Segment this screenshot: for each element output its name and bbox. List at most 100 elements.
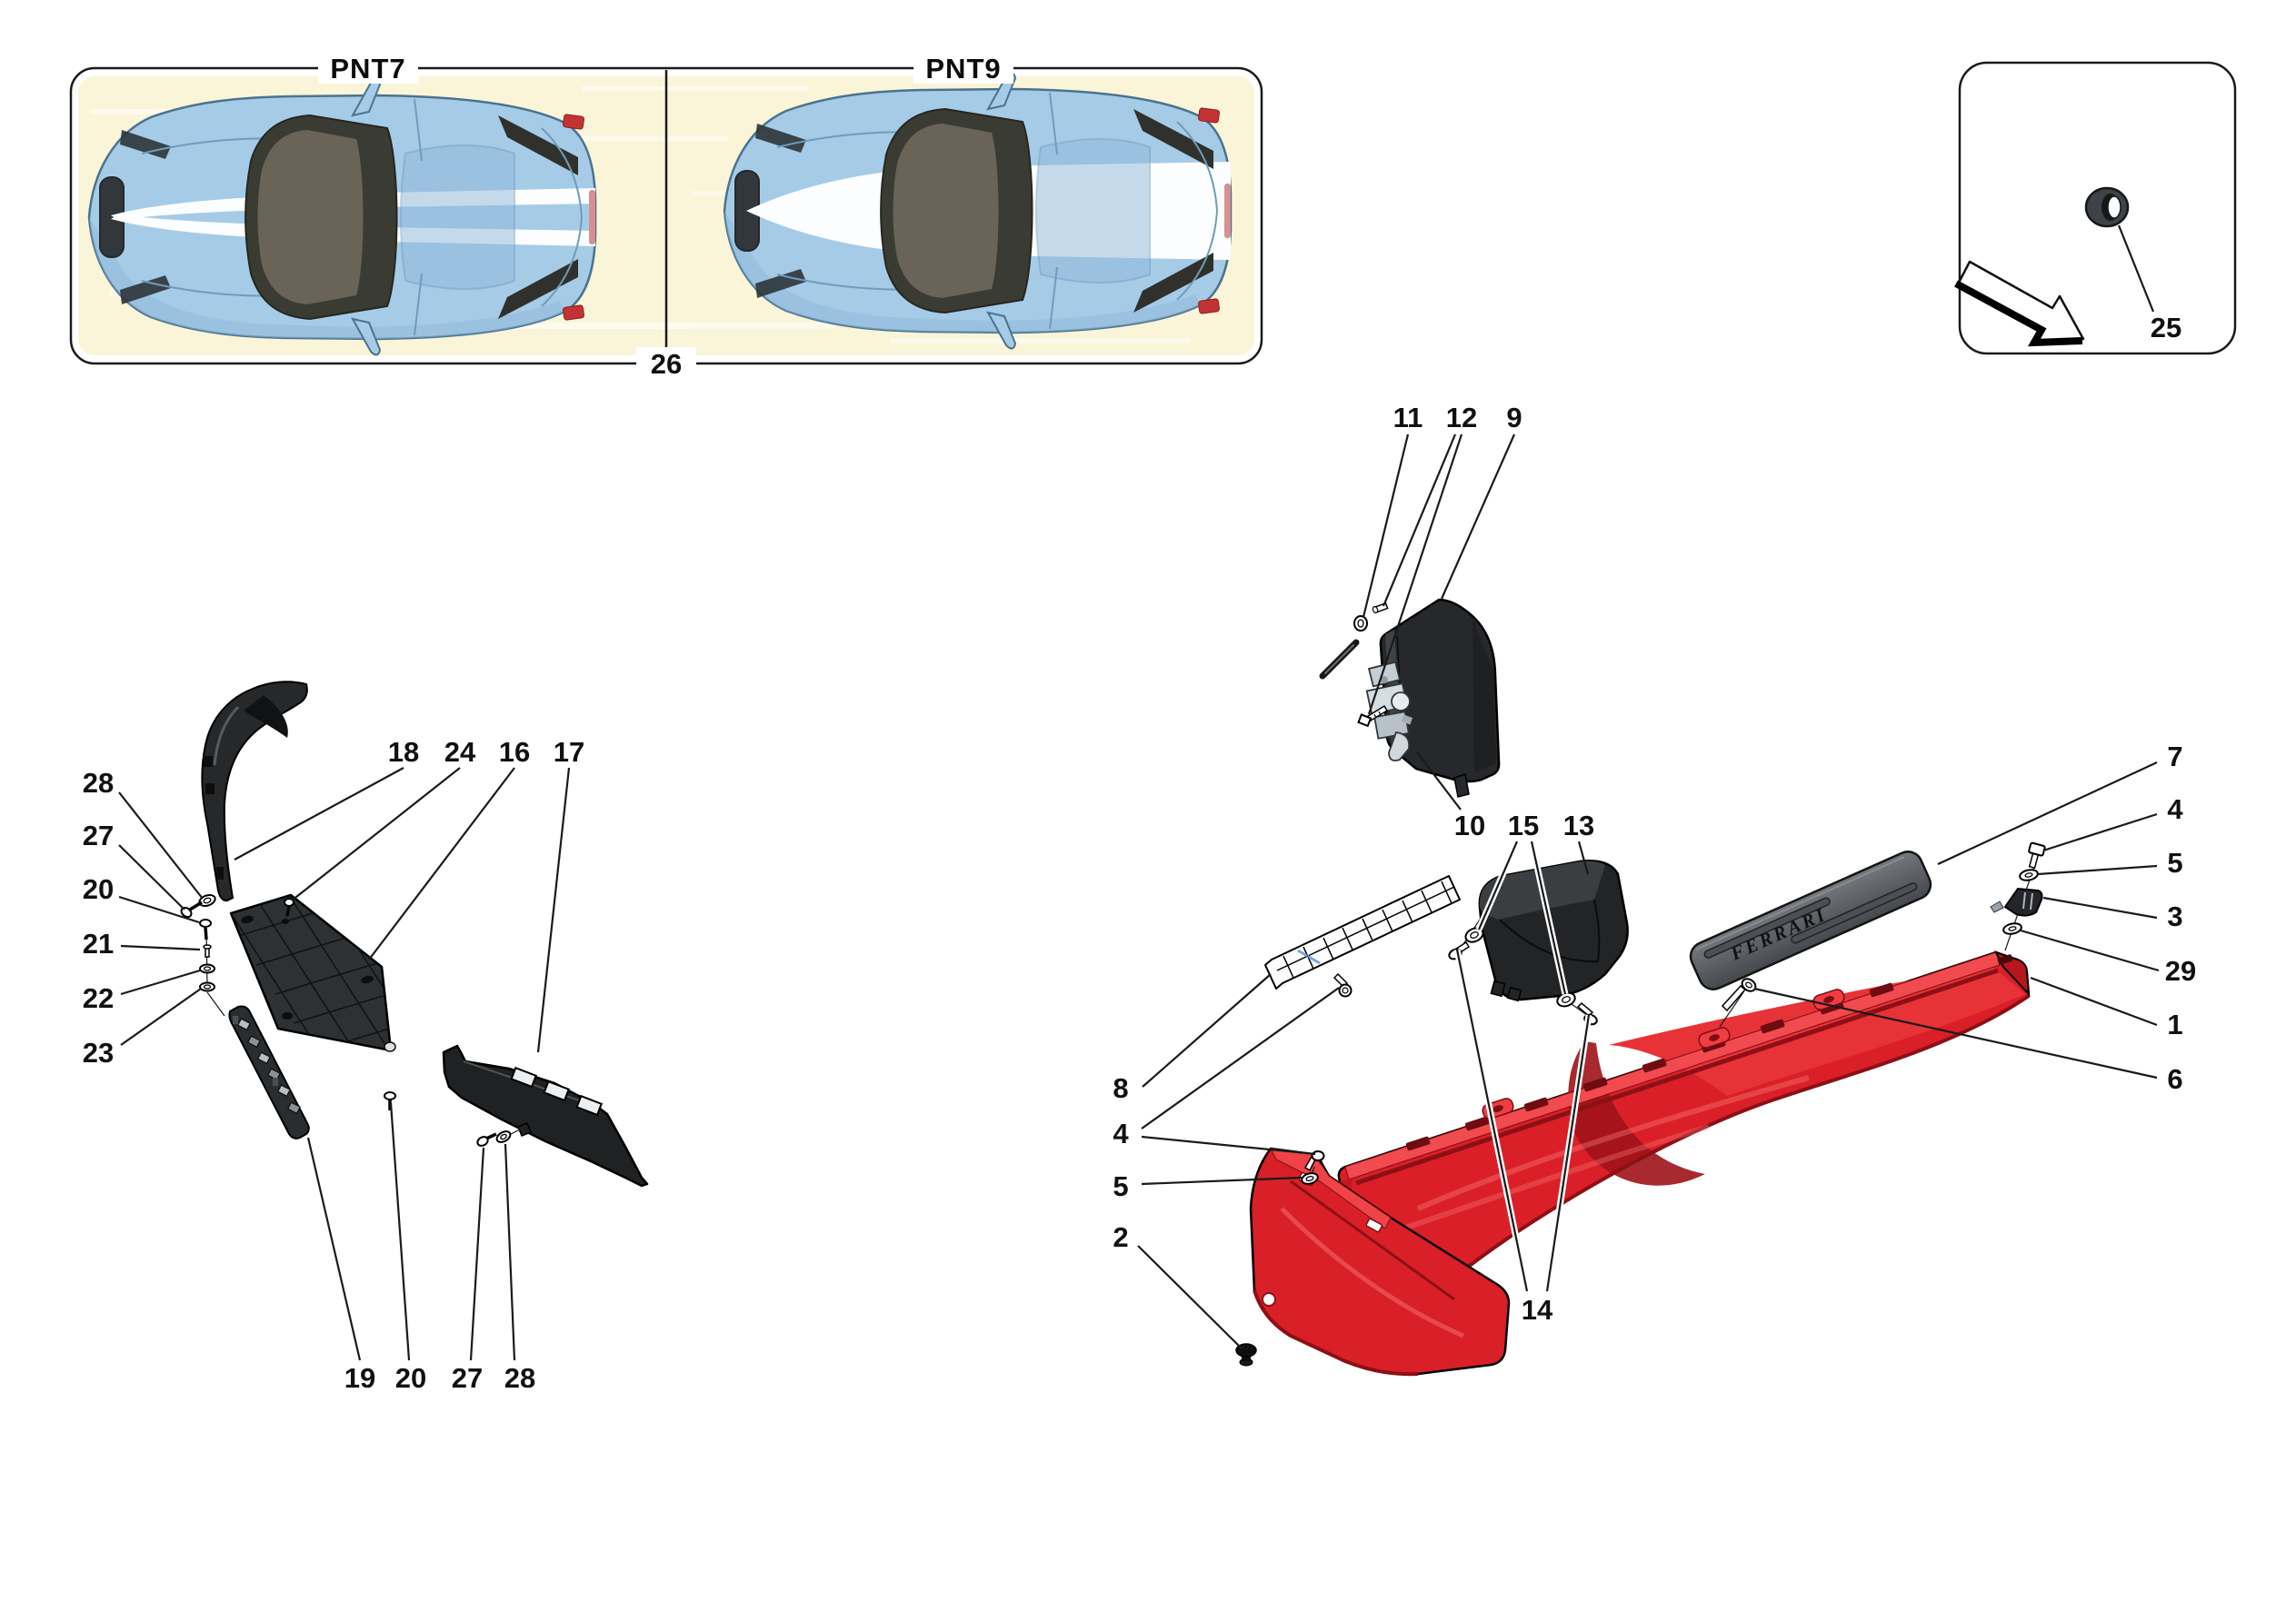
- grommet-part-25: [2084, 186, 2130, 228]
- direction-arrow-icon: [1954, 260, 2085, 347]
- callout-label-2: 2: [1113, 1221, 1128, 1253]
- screw-4-lower: [1303, 1150, 1325, 1172]
- callout-22: 22: [83, 969, 201, 1014]
- callout-line: [1141, 1176, 1303, 1186]
- callout-line: [1530, 841, 1567, 995]
- screw-24: [284, 898, 294, 917]
- direction-legend-box: [1954, 61, 2237, 355]
- pin-21: [203, 944, 212, 958]
- washer-28-bottom: [495, 1130, 512, 1143]
- callout-label-19: 19: [344, 1362, 375, 1394]
- callout-line: [504, 1143, 516, 1361]
- callout-label-3: 3: [2167, 901, 2182, 932]
- callout-27-left: 27: [83, 820, 185, 911]
- car-top-view-pnt9: [723, 72, 1233, 350]
- right-fastener-column: [1990, 841, 2046, 951]
- kick-plate-part-7: FERRARI: [1689, 851, 1932, 990]
- latch-mechanism-part-10: [1365, 661, 1413, 761]
- callout-line: [2042, 896, 2158, 920]
- callout-20-left: 20: [83, 873, 200, 924]
- callout-line: [120, 988, 202, 1046]
- callout-28-left: 28: [83, 767, 204, 900]
- callout-line: [2042, 812, 2158, 852]
- callout-label-28-bottom: 28: [504, 1362, 535, 1394]
- callout-line: [120, 969, 201, 996]
- callout-6: 6: [1753, 987, 2183, 1095]
- callout-label-28-left: 28: [83, 767, 114, 799]
- callout-label-24: 24: [444, 736, 476, 768]
- right-exploded-view: FERRARI: [1235, 598, 2046, 1377]
- callout-11: 11: [1362, 402, 1423, 618]
- car-top-view-pnt7: [87, 78, 597, 356]
- callout-line: [118, 895, 200, 924]
- callout-label-17: 17: [554, 736, 584, 768]
- mounting-bracket-part-19: [228, 1005, 310, 1139]
- rubber-cap-part-2-end: [1235, 1343, 1257, 1367]
- callout-5-right: 5: [2037, 847, 2183, 879]
- callout-line: [2037, 864, 2158, 876]
- callout-29: 29: [2020, 929, 2196, 987]
- callout-21: 21: [83, 928, 201, 960]
- callout-26: 26: [651, 348, 682, 380]
- callout-20-bottom: 20: [389, 1102, 426, 1394]
- callout-line: [118, 844, 185, 911]
- pnt7-label-patch: [318, 53, 418, 84]
- callout-line: [469, 1147, 485, 1361]
- callout-label-11: 11: [1393, 402, 1423, 433]
- callout-line: [2020, 929, 2160, 972]
- callout-label-7: 7: [2167, 741, 2182, 772]
- callout-line: [1577, 841, 1590, 875]
- callout-label-14: 14: [1522, 1294, 1553, 1326]
- callout-label-15: 15: [1508, 810, 1539, 841]
- callout-label-22: 22: [83, 982, 114, 1014]
- bolt-part-12b: [1357, 704, 1389, 728]
- screw-4-upper: [1333, 972, 1353, 998]
- callout-4-right: 4: [2042, 793, 2183, 852]
- callout-19: 19: [306, 1137, 375, 1394]
- callout-line: [389, 1102, 411, 1361]
- callout-label-27-bottom: 27: [452, 1362, 483, 1394]
- grommet-part-11: [1353, 615, 1368, 632]
- callout-label-13: 13: [1563, 810, 1594, 841]
- callout-line: [1367, 433, 1463, 715]
- pin-part-12: [1372, 602, 1389, 614]
- callout-25: 25: [2117, 224, 2181, 343]
- callout-label-27-left: 27: [83, 820, 114, 851]
- callout-13: 13: [1563, 810, 1594, 875]
- callout-line: [234, 767, 404, 861]
- callout-label-21: 21: [83, 928, 114, 960]
- callout-label-18: 18: [388, 736, 419, 768]
- clip-part-3: [1990, 887, 2043, 917]
- callout-12: 12: [1367, 402, 1477, 715]
- callout-line: [2117, 224, 2155, 313]
- screw-20-bottom: [384, 1091, 396, 1110]
- screw-20: [199, 919, 212, 940]
- callout-label-23: 23: [83, 1037, 114, 1069]
- car-reference-box: PNT7 PNT9: [69, 53, 1263, 380]
- washer-15b: [1556, 991, 1576, 1008]
- callout-label-9: 9: [1506, 402, 1522, 433]
- callout-7: 7: [1937, 741, 2183, 865]
- washer-29: [2002, 922, 2022, 935]
- callout-line: [1545, 1014, 1591, 1292]
- callout-23: 23: [83, 988, 202, 1069]
- pnt9-label-patch: [913, 53, 1013, 84]
- callout-line: [1416, 751, 1462, 811]
- callout-label-8: 8: [1113, 1072, 1128, 1104]
- callout-label-25: 25: [2151, 312, 2181, 343]
- callout-label-20-bottom: 20: [395, 1362, 426, 1394]
- callout-label-12: 12: [1446, 402, 1477, 433]
- callout-line: [1440, 433, 1516, 600]
- screw-27-bottom: [476, 1132, 497, 1147]
- callout-label-5-left: 5: [1113, 1170, 1128, 1202]
- callout-8: 8: [1113, 973, 1272, 1104]
- callout-26-patch: [636, 347, 696, 380]
- callout-18: 18: [234, 736, 419, 861]
- callout-line: [1137, 1245, 1243, 1349]
- bolt-4-right: [2028, 841, 2046, 870]
- bracket-hatch: [1283, 881, 1452, 979]
- callout-label-1: 1: [2167, 1009, 2182, 1040]
- callout-5-left: 5: [1113, 1170, 1303, 1202]
